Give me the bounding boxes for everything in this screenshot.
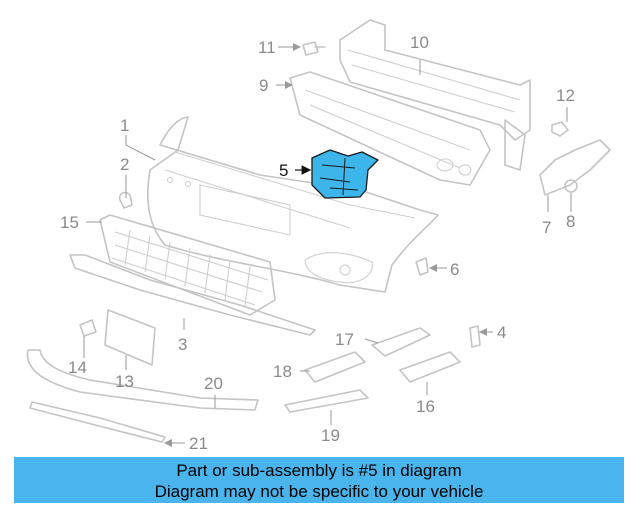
part-17-trim [371, 327, 431, 357]
info-banner: Part or sub-assembly is #5 in diagram Di… [14, 457, 624, 503]
callout-5: 5 [279, 161, 288, 180]
part-5-bracket-highlighted [311, 149, 379, 199]
callout-3: 3 [178, 335, 187, 354]
callout-12: 12 [556, 86, 575, 105]
callout-2: 2 [120, 155, 129, 174]
callout-labels: 1 2 3 4 5 6 7 8 9 10 11 12 13 14 15 16 1… [60, 33, 575, 453]
part-8-grommet [564, 179, 578, 193]
callout-14: 14 [68, 358, 87, 377]
part-4-screw [469, 325, 481, 348]
part-16-trim [399, 351, 461, 383]
banner-line-part-number: Part or sub-assembly is #5 in diagram [176, 461, 462, 480]
callout-4: 4 [497, 323, 506, 342]
part-7-bracket [539, 139, 611, 196]
part-10-reinforcement-beam [339, 19, 531, 171]
callout-21: 21 [189, 434, 208, 453]
callout-10: 10 [410, 33, 429, 52]
callout-8: 8 [566, 212, 575, 231]
leader-lines [83, 43, 572, 447]
callout-16: 16 [416, 397, 435, 416]
parts-diagram: 1 2 3 4 5 6 7 8 9 10 11 12 13 14 15 16 1… [26, 19, 611, 453]
part-12-bolt [551, 121, 569, 137]
callout-15: 15 [60, 213, 79, 232]
callout-1: 1 [120, 116, 129, 135]
callout-11: 11 [258, 38, 276, 57]
part-11-bolt [302, 41, 326, 56]
callout-7: 7 [542, 218, 551, 237]
part-19-trim [284, 389, 369, 413]
part-6-screw [415, 257, 429, 276]
callout-20: 20 [204, 374, 223, 393]
part-20-lower-molding [26, 349, 259, 411]
callout-13: 13 [115, 372, 134, 391]
banner-line-disclaimer: Diagram may not be specific to your vehi… [154, 482, 484, 501]
part-13-license-bracket [104, 309, 156, 366]
callout-17: 17 [335, 330, 354, 349]
part-14-retainer [79, 319, 97, 337]
part-3-spoiler [69, 254, 316, 336]
callout-19: 19 [321, 426, 340, 445]
callout-9: 9 [259, 76, 268, 95]
part-15-lower-grille [99, 214, 276, 316]
callout-18: 18 [273, 362, 292, 381]
part-21-strip [29, 401, 166, 443]
part-18-trim [304, 351, 366, 383]
part-9-absorber [289, 71, 491, 186]
callout-6: 6 [450, 260, 459, 279]
part-1-bumper-cover [147, 116, 439, 293]
